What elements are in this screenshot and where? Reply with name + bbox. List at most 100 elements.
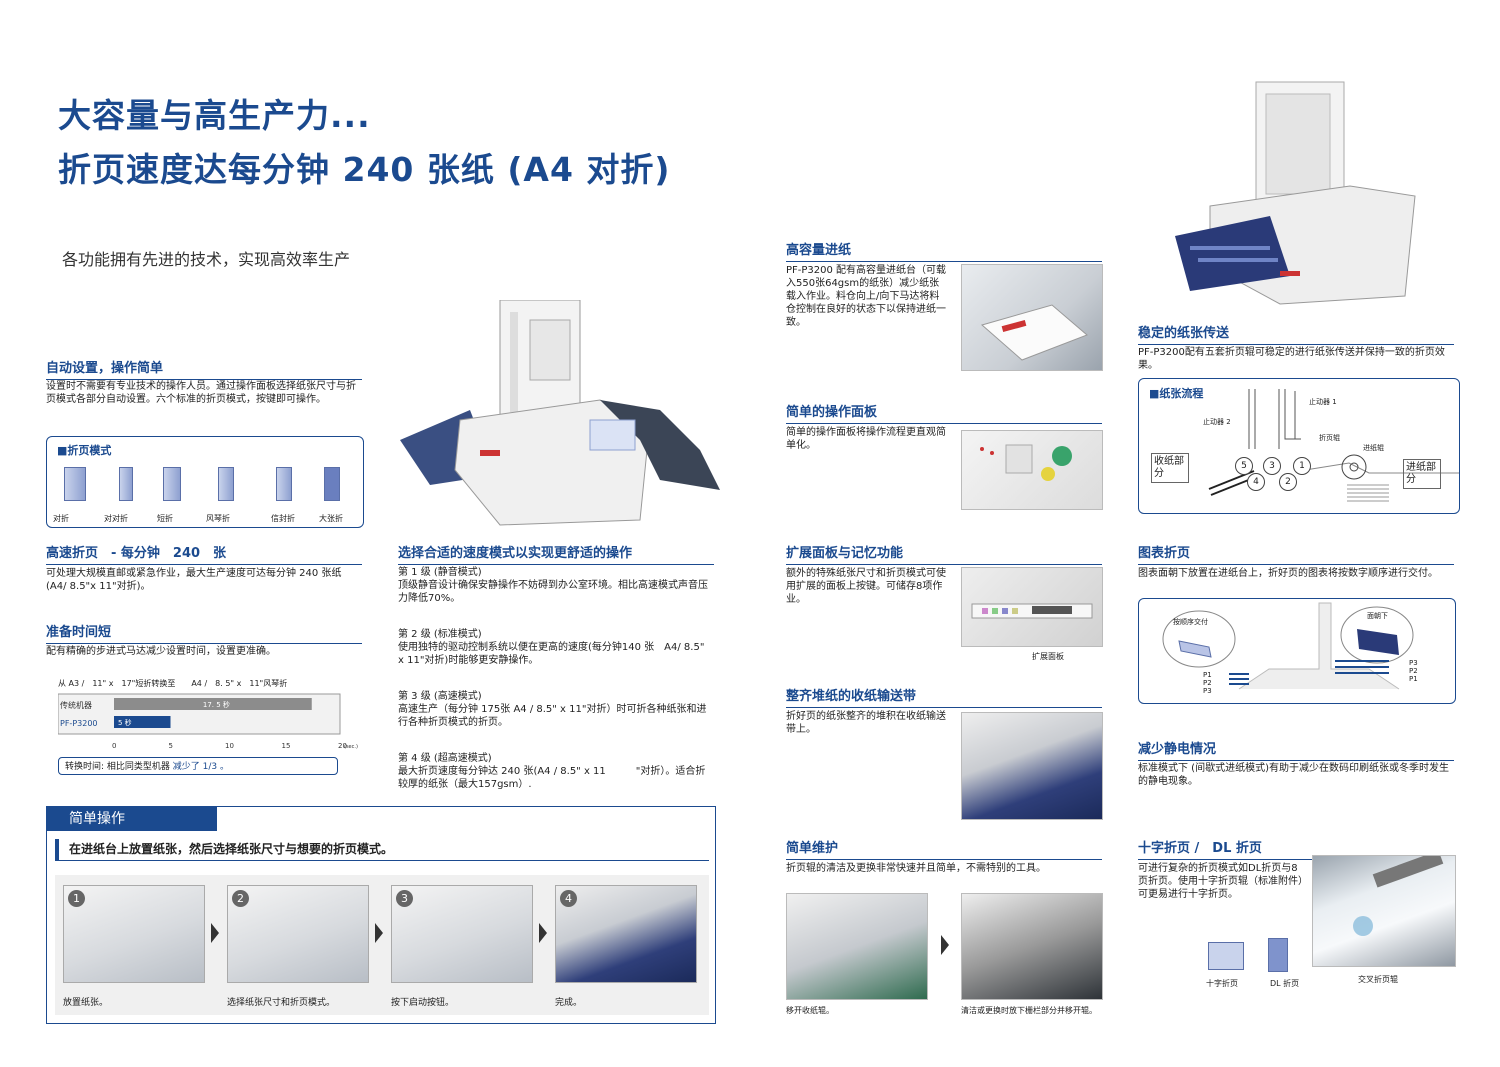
- high-speed-title: 高速折页 - 每分钟 240 张: [46, 542, 362, 565]
- stable-feed-title: 稳定的纸张传送: [1138, 322, 1454, 345]
- title-line1: 大容量与高生产力...: [58, 96, 371, 135]
- cross-fold-title: 十字折页 / DL 折页: [1138, 837, 1454, 860]
- simple-op-tab: 简单操作: [47, 807, 217, 831]
- feed-roller-label: 进纸辊: [1363, 444, 1384, 452]
- paper-flow-lines: [1208, 389, 1459, 502]
- title-line2: 折页速度达每分钟 240 张纸 (A4 对折): [58, 150, 671, 189]
- chart-value-label: 5 秒: [118, 718, 132, 727]
- fold-icon-double-parallel: [119, 467, 133, 501]
- panel-title: 简单的操作面板: [786, 401, 1102, 424]
- speed-mode-2-text: 使用独特的驱动控制系统以便在更高的速度(每分钟140 张 A4/ 8.5" x …: [398, 642, 715, 666]
- chart-fold-title: 图表折页: [1138, 542, 1454, 565]
- high-speed-text: 可处理大规模直邮或紧急作业，最大生产速度可达每分钟 240 张纸 (A4/ 8.…: [46, 568, 342, 592]
- p-label-left-2: P2: [1203, 679, 1212, 687]
- prep-chart-footer-text: 转换时间: 相比同类型机器: [65, 762, 170, 772]
- chart-fold-text: 图表面朝下放置在进纸台上，折好页的图表将按数字顺序进行交付。: [1138, 568, 1438, 579]
- chart-unit-label: (sec.): [344, 744, 358, 750]
- p-label-left-1: P1: [1203, 671, 1212, 679]
- speed-mode-1-text: 顶级静音设计确保安静操作不妨碍到办公室环境。相比高速模式声音压力降低70%。: [398, 580, 708, 604]
- step-4-image: 4: [555, 885, 697, 983]
- p-label-right-2: P2: [1409, 667, 1418, 675]
- roller-4: 4: [1247, 473, 1265, 491]
- speed-mode-2-name: 第 2 级 (标准模式): [398, 629, 482, 640]
- auto-setup-title: 自动设置，操作简单: [46, 357, 362, 380]
- stopper2-label: 止动器 2: [1203, 418, 1231, 426]
- chart-value-label: 17. 5 秒: [203, 700, 230, 709]
- fold-icon-half: [64, 467, 86, 501]
- high-capacity-text: PF-P3200 配有高容量进纸台（可载入550张64gsm的纸张）减少纸张载入…: [786, 265, 947, 328]
- fold-mode-label-1: 对折: [53, 514, 69, 523]
- fold-icon-letter: [276, 467, 292, 501]
- cross-fold-label: 十字折页: [1206, 979, 1238, 988]
- p-labels-right: P3 P2 P1: [1409, 659, 1418, 683]
- stacker-title: 整齐堆纸的收纸输送带: [786, 685, 1102, 708]
- step-1-caption: 放置纸张。: [63, 998, 109, 1008]
- prep-chart-caption: 从 A3 / 11" x 17"短折转换至 A4 / 8. 5" x 11"风琴…: [58, 679, 288, 688]
- speed-mode-4-name: 第 4 级 (超高速模式): [398, 753, 492, 764]
- maintenance-photo-1: [786, 893, 928, 1000]
- speed-mode-2: 第 2 级 (标准模式) 使用独特的驱动控制系统以便在更高的速度(每分钟140 …: [398, 628, 714, 667]
- maintenance-caption-left: 移开收纸辊。: [786, 1006, 834, 1015]
- stacker-photo: [961, 712, 1103, 820]
- roller-1: 1: [1293, 457, 1311, 475]
- static-title: 减少静电情况: [1138, 738, 1454, 761]
- chart-bar: [114, 716, 171, 728]
- diagram-title: ■纸张流程: [1149, 387, 1204, 400]
- fold-modes-title: ■折页模式: [57, 444, 112, 457]
- cross-fold-icon: [1208, 942, 1244, 970]
- prep-chart-footer: 转换时间: 相比同类型机器 减少了 1/3 。: [58, 757, 338, 775]
- step-3-number: 3: [396, 890, 413, 907]
- fold-modes-box: ■折页模式 对折 对对折 短折 风琴折 信封折 大张折: [46, 436, 364, 528]
- folding-machine-image: [400, 299, 720, 530]
- chart-tick-label: 15: [282, 742, 291, 750]
- maintenance-photo-2: [961, 893, 1103, 1000]
- fold-mode-label-5: 信封折: [271, 514, 295, 523]
- speed-mode-3: 第 3 级 (高速模式) 高速生产（每分钟 175张 A4 / 8.5" x 1…: [398, 690, 714, 729]
- step-3-caption: 按下启动按钮。: [391, 998, 455, 1008]
- feed-tray-photo: [961, 264, 1103, 371]
- step-2-image: 2: [227, 885, 369, 983]
- cross-roller-caption: 交叉折页辊: [1358, 975, 1398, 984]
- fold-mode-label-2: 对对折: [104, 514, 128, 523]
- simple-op-instruction: 在进纸台上放置纸张，然后选择纸张尺寸与想要的折页模式。: [55, 839, 709, 861]
- roller-2: 2: [1279, 473, 1297, 491]
- chart-tick-label: 5: [169, 742, 173, 750]
- maintenance-caption-right: 清洁或更换时放下栅栏部分并移开辊。: [961, 1006, 1097, 1015]
- maintenance-text: 折页辊的清洁及更换非常快速并且简单，不需特别的工具。: [786, 863, 1046, 874]
- roller-3: 3: [1263, 457, 1281, 475]
- step-2-caption: 选择纸张尺寸和折页模式。: [227, 998, 336, 1008]
- prep-chart-footer-highlight: 减少了 1/3 。: [172, 762, 229, 772]
- fold-icon-short: [163, 467, 181, 501]
- fold-roller-label: 折页辊: [1319, 434, 1340, 442]
- dl-fold-label: DL 折页: [1270, 979, 1300, 988]
- fold-mode-label-4: 风琴折: [206, 514, 230, 523]
- maintenance-arrow-icon: [941, 935, 949, 955]
- step-arrow-icon: [539, 923, 547, 943]
- input-section-label: 进纸部分: [1403, 459, 1441, 489]
- auto-setup-text: 设置时不需要有专业技术的操作人员。通过操作面板选择纸张尺寸与折页模式各部分自动设…: [46, 381, 356, 405]
- paper-flow-diagram: ■纸张流程 止动器 1 止动器 2 折页辊 进纸辊 收纸部分 进纸部分 1 2 …: [1138, 378, 1460, 514]
- speed-mode-4: 第 4 级 (超高速模式) 最大折页速度每分钟达 240 张(A4 / 8.5"…: [398, 752, 714, 791]
- expansion-panel-photo: [961, 567, 1103, 647]
- stopper1-label: 止动器 1: [1309, 398, 1337, 406]
- panel-text: 简单的操作面板将操作流程更直观简单化。: [786, 427, 946, 451]
- chart-category-label: PF-P3200: [60, 719, 98, 728]
- fold-mode-label-3: 短折: [157, 514, 173, 523]
- static-text: 标准模式下 (间歇式进纸模式)有助于减少在数码印刷纸张或冬季时发生的静电现象。: [1138, 763, 1449, 787]
- stable-feed-text: PF-P3200配有五套折页辊可稳定的进行纸张传送并保持一致的折页效果。: [1138, 347, 1445, 371]
- expand-panel-caption: 扩展面板: [1032, 652, 1064, 661]
- speed-mode-1: 第 1 级 (静音模式) 顶级静音设计确保安静操作不妨碍到办公室环境。相比高速模…: [398, 566, 714, 605]
- stacker-text: 折好页的纸张整齐的堆积在收纸输送带上。: [786, 711, 946, 735]
- expand-panel-title: 扩展面板与记忆功能: [786, 542, 1102, 565]
- dl-fold-icon: [1268, 938, 1288, 972]
- chart-tick-label: 10: [225, 742, 234, 750]
- facedown-label: 面朝下: [1367, 612, 1388, 620]
- p-label-right-3: P1: [1409, 675, 1418, 683]
- speed-mode-3-text: 高速生产（每分钟 175张 A4 / 8.5" x 11"对折）时可折各种纸张和…: [398, 704, 707, 728]
- prep-time-title: 准备时间短: [46, 621, 362, 644]
- fold-icon-gate: [324, 467, 340, 501]
- chart-bar: [114, 698, 312, 710]
- chart-category-label: 传统机器: [60, 700, 92, 710]
- chart-tick-label: 0: [112, 742, 116, 750]
